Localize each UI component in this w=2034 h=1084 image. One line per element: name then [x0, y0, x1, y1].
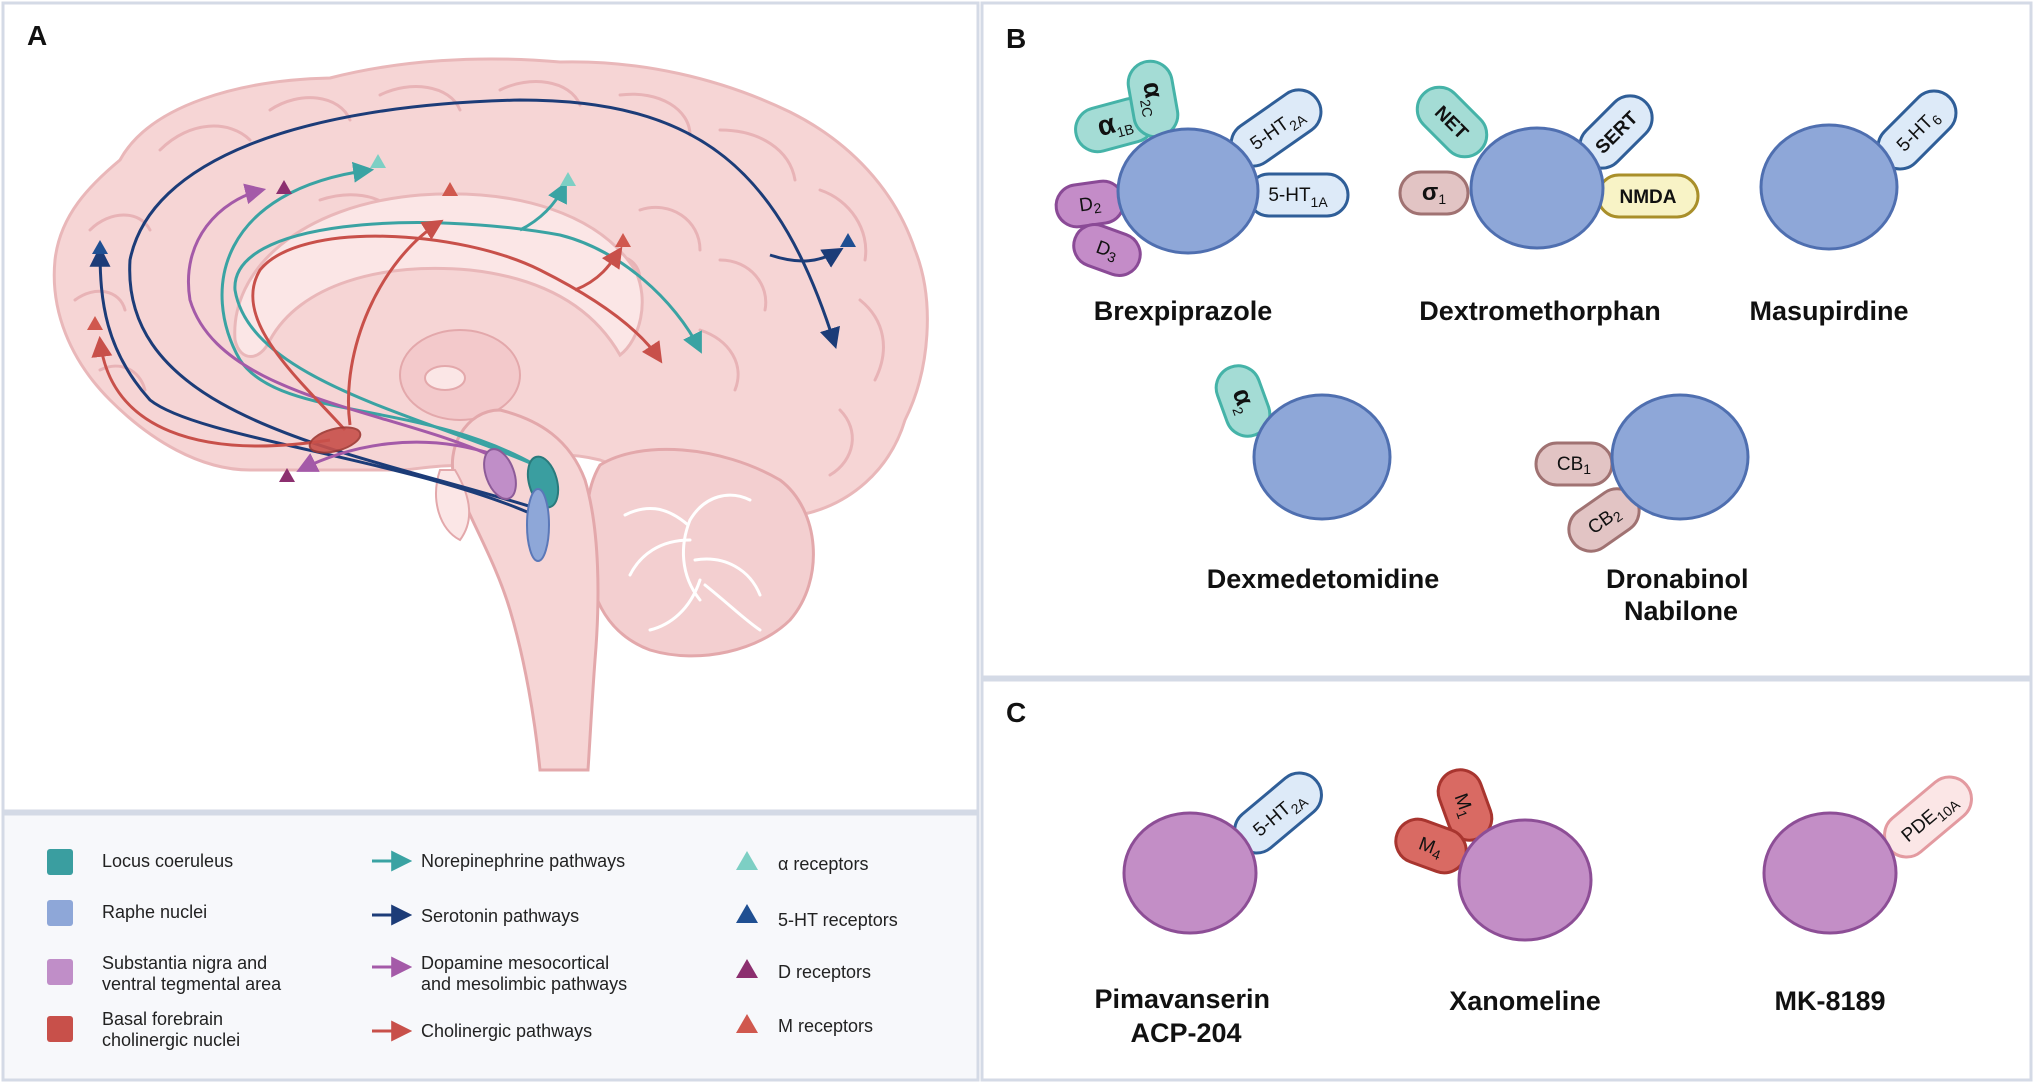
serotonin-pathway-cortex: [128, 98, 840, 510]
legend-frame: [1, 812, 980, 1082]
drug-molecule: [1122, 811, 1258, 935]
m-receptor-triangle: [442, 182, 458, 196]
drug-mk8189: PDE10A MK-8189: [1762, 775, 1973, 1016]
ht-receptor-triangle: [92, 240, 108, 254]
m-receptor-triangle: [615, 233, 631, 247]
drug-molecule: [1457, 818, 1593, 942]
legend-triangle-5ht: [736, 904, 758, 923]
svg-text:σ1: σ1: [1422, 179, 1446, 207]
panel-label-c: C: [1006, 697, 1026, 728]
serotonin-pathway-occipital: [769, 247, 844, 268]
receptor-sigma1: σ1: [1398, 170, 1470, 216]
dopamine-pathway-limbic: [296, 440, 496, 472]
drug-molecule: [1252, 393, 1392, 521]
serotonin-pathway-frontal: [89, 245, 546, 522]
legend-triangle-m: [736, 1014, 758, 1033]
receptor-5ht2a: 5-HT2A: [1229, 88, 1323, 168]
drug-dronabinol-nabilone: CB1 CB2 Dronabinol Nabilone: [1534, 393, 1756, 626]
receptor-d2: D2: [1054, 179, 1126, 229]
legend-label-basal-forebrain: Basal forebrain cholinergic nuclei: [102, 1009, 240, 1050]
legend-label-serotonin: Serotonin pathways: [421, 906, 579, 926]
m-receptor-triangle: [87, 316, 103, 330]
receptor-nmda: NMDA: [1596, 173, 1700, 219]
legend-label-m: M receptors: [778, 1016, 873, 1036]
legend-label-dopamine: Dopamine mesocortical and mesolimbic pat…: [421, 953, 627, 994]
drug-dextromethorphan: NET SERT σ1 NMDA Dextromethorphan: [1398, 85, 1700, 326]
legend-label-cholinergic: Cholinergic pathways: [421, 1021, 592, 1041]
drug-pimavanserin-acp204: 5-HT2A Pimavanserin ACP-204: [1094, 771, 1323, 1048]
legend-label-locus-coeruleus: Locus coeruleus: [102, 851, 233, 871]
receptor-cb1: CB1: [1534, 441, 1614, 487]
corpus-callosum: [233, 192, 644, 358]
legend-swatch-substantia-nigra: [47, 959, 73, 985]
receptor-d3: D3: [1072, 223, 1142, 277]
cholinergic-pathway-frontal: [91, 335, 331, 448]
alpha-receptor-triangle: [560, 172, 576, 186]
receptor-5ht2a: 5-HT2A: [1233, 771, 1323, 855]
drug-name: Masupirdine: [1749, 296, 1908, 326]
legend-label-alpha: α receptors: [778, 854, 868, 874]
legend-label-d: D receptors: [778, 962, 871, 982]
drug-name: Pimavanserin ACP-204: [1094, 984, 1277, 1048]
cholinergic-pathway-cortex: [251, 234, 663, 432]
svg-text:D2: D2: [1078, 193, 1103, 219]
legend-swatch-locus-coeruleus: [47, 849, 73, 875]
receptor-5ht1a: 5-HT1A: [1246, 172, 1350, 218]
basal-forebrain-nucleus: [308, 426, 362, 454]
substantia-nigra-vta: [483, 448, 517, 500]
brain-receptors: [87, 154, 856, 482]
drug-molecule: [1762, 811, 1898, 935]
dopamine-pathway-cortical: [187, 183, 501, 462]
drug-dexmedetomidine: α2 Dexmedetomidine: [1207, 364, 1440, 594]
drug-name: Dexmedetomidine: [1207, 564, 1440, 594]
receptor-net: NET: [1415, 85, 1489, 159]
panel-label-b: B: [1006, 23, 1026, 54]
svg-text:5-HT1A: 5-HT1A: [1268, 185, 1328, 210]
norepinephrine-pathway-c: [519, 181, 567, 232]
drug-molecule: [1469, 126, 1605, 250]
cerebellum: [585, 447, 815, 658]
alpha-receptor-triangle: [370, 154, 386, 168]
drug-brexpiprazole: α1B α2C 5-HT2A 5-HT1A D2 D3 Brexpiprazol…: [1054, 59, 1350, 326]
legend-swatch-basal-forebrain: [47, 1016, 73, 1042]
drug-name: Brexpiprazole: [1094, 296, 1273, 326]
drug-molecule: [1610, 393, 1750, 521]
arbor-vitae: [623, 493, 762, 632]
ht-receptor-triangle: [840, 233, 856, 247]
drug-name: MK-8189: [1774, 986, 1885, 1016]
drug-name: Dextromethorphan: [1419, 296, 1661, 326]
pathways: [89, 98, 844, 522]
legend-label-norepinephrine: Norepinephrine pathways: [421, 851, 625, 871]
svg-text:CB1: CB1: [1557, 454, 1591, 477]
svg-text:α2C: α2C: [1134, 79, 1172, 118]
svg-text:NMDA: NMDA: [1620, 187, 1677, 208]
legend: Locus coeruleus Raphe nuclei Substantia …: [47, 849, 898, 1050]
receptor-5ht6: 5-HT6: [1876, 89, 1958, 171]
drug-name: Xanomeline: [1449, 986, 1601, 1016]
legend-label-raphe-nuclei: Raphe nuclei: [102, 902, 207, 922]
receptor-cb2: CB2: [1567, 487, 1641, 553]
drug-masupirdine: 5-HT6 Masupirdine: [1749, 89, 1958, 326]
receptor-alpha2: α2: [1214, 364, 1272, 438]
raphe-nuclei: [526, 488, 550, 562]
panel-label-a: A: [27, 20, 47, 51]
legend-label-substantia-nigra: Substantia nigra and ventral tegmental a…: [102, 953, 282, 994]
drug-xanomeline: M1 M4 Xanomeline: [1394, 768, 1601, 1016]
drug-molecule: [1116, 127, 1260, 255]
receptor-alpha2c: α2C: [1126, 59, 1180, 139]
legend-swatch-raphe-nuclei: [47, 900, 73, 926]
legend-label-5ht: 5-HT receptors: [778, 910, 898, 930]
drug-molecule: [1759, 123, 1899, 251]
d-receptor-triangle: [279, 468, 295, 482]
d-receptor-triangle: [276, 180, 292, 194]
cholinergic-pathway-posterior: [574, 246, 623, 292]
ventricle: [424, 365, 466, 391]
cholinergic-pathway-dorsal: [347, 219, 444, 426]
drug-name: Dronabinol Nabilone: [1606, 564, 1756, 626]
receptor-pde10a: PDE10A: [1883, 775, 1973, 859]
legend-triangle-d: [736, 959, 758, 978]
legend-triangle-alpha: [736, 851, 758, 870]
